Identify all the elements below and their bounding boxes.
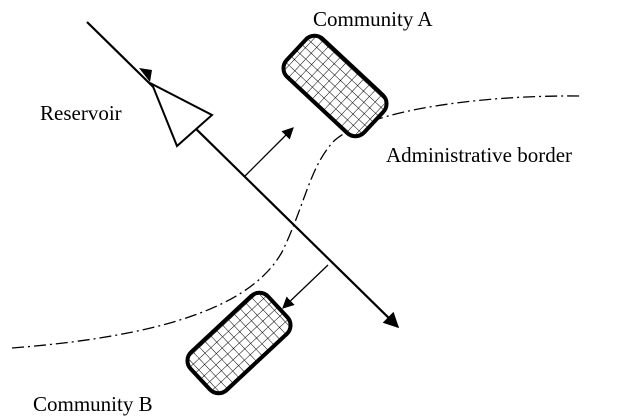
inflow-arrowhead-icon: [139, 68, 152, 82]
branch-arrow-community-b: [282, 264, 329, 309]
reservoir-label: Reservoir: [40, 101, 122, 125]
community-a-label: Community A: [313, 7, 433, 31]
administrative-border-label: Administrative border: [386, 143, 573, 167]
community-b-block-icon: [185, 290, 293, 396]
community-b-label: Community B: [33, 392, 153, 416]
main-flow-line: [86, 21, 400, 329]
branch-arrow-community-a: [244, 127, 294, 177]
administrative-border-line: [11, 95, 581, 349]
community-a-block-icon: [281, 33, 389, 139]
reservoir-triangle-icon: [150, 81, 214, 148]
